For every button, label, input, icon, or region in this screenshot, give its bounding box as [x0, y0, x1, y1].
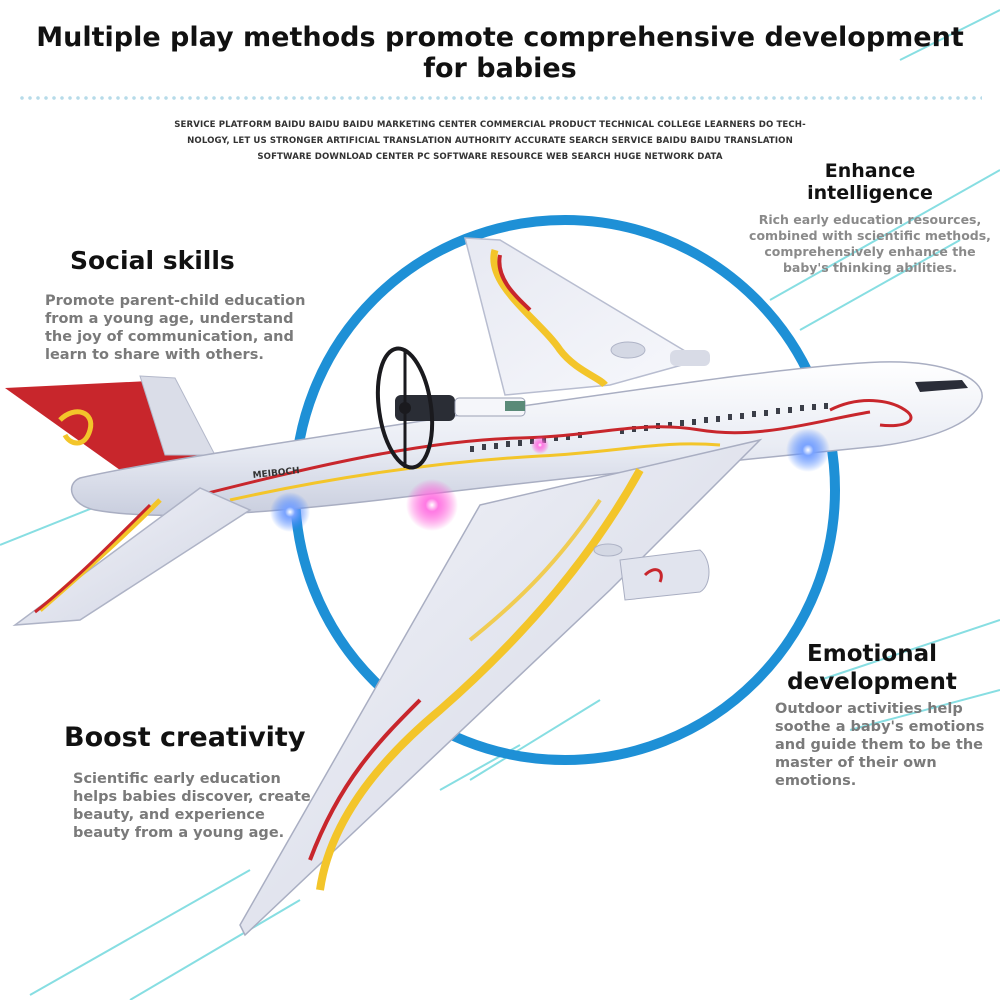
feature-description-line: beauty from a young age.	[73, 825, 285, 841]
page-title-line: for babies	[423, 53, 577, 84]
main-wing	[239, 438, 763, 937]
feature-description-line: combined with scientific methods,	[749, 228, 991, 243]
feature-description-line: and guide them to be the	[775, 737, 984, 753]
feature-description-line: comprehensively enhance the	[764, 244, 976, 259]
feature-description-line: helps babies discover, create	[73, 789, 311, 805]
feature-description-line: Rich early education resources,	[758, 212, 982, 227]
fineprint-line: SERVICE PLATFORM BAIDU BAIDU BAIDU MARKE…	[174, 120, 806, 130]
fineprint-text: SERVICE PLATFORM BAIDU BAIDU BAIDU MARKE…	[150, 117, 830, 165]
propeller-icon	[375, 346, 526, 470]
feature-description: Rich early education resources, combined…	[740, 212, 1000, 276]
feature-description: Scientific early education helps babies …	[73, 770, 324, 842]
feature-title: Emotional development	[747, 640, 997, 696]
feature-description-line: Promote parent-child education	[45, 293, 306, 309]
feature-description-line: Scientific early education	[73, 771, 281, 787]
fineprint-line: NOLOGY, LET US STRONGER ARTIFICIAL TRANS…	[187, 136, 793, 146]
feature-description-line: baby's thinking abilities.	[782, 260, 958, 275]
feature-title-line: Emotional	[807, 641, 937, 667]
feature-description: Outdoor activities help soothe a baby's …	[775, 700, 997, 790]
feature-description-line: master of their own	[775, 755, 937, 771]
feature-title-line: Enhance	[824, 160, 916, 182]
feature-description-line: emotions.	[775, 773, 857, 789]
feature-title: Social skills	[70, 246, 235, 275]
feature-enhance-intelligence: Enhance intelligence Rich early educatio…	[740, 160, 1000, 276]
feature-title-line: intelligence	[807, 182, 933, 204]
feature-description-line: beauty, and experience	[73, 807, 265, 823]
led-lights	[270, 428, 830, 532]
feature-boost-creativity: Boost creativity Scientific early educat…	[64, 720, 324, 842]
fuselage-label: MEIBOCH	[252, 466, 300, 481]
feature-description: Promote parent-child education from a yo…	[45, 292, 335, 364]
feature-description-line: Outdoor activities help	[775, 701, 963, 717]
feature-title: Boost creativity	[64, 722, 306, 753]
engine	[619, 549, 710, 601]
feature-description-line: from a young age, understand	[45, 311, 294, 327]
feature-description-line: soothe a baby's emotions	[775, 719, 985, 735]
feature-description-line: the joy of communication, and	[45, 329, 294, 345]
far-wing	[464, 237, 702, 396]
page-title: Multiple play methods promote comprehens…	[0, 22, 1000, 84]
feature-emotional-development: Emotional development Outdoor activities…	[775, 640, 997, 790]
page-title-line: Multiple play methods promote comprehens…	[36, 22, 964, 53]
feature-social-skills: Social skills Promote parent-child educa…	[45, 244, 335, 364]
fineprint-line: SOFTWARE DOWNLOAD CENTER PC SOFTWARE RES…	[257, 152, 723, 162]
speed-streaks	[0, 9, 1000, 1000]
feature-title: Enhance intelligence	[740, 160, 1000, 204]
dotted-divider	[18, 95, 982, 101]
feature-title-line: development	[787, 669, 957, 695]
feature-description-line: learn to share with others.	[45, 347, 264, 363]
